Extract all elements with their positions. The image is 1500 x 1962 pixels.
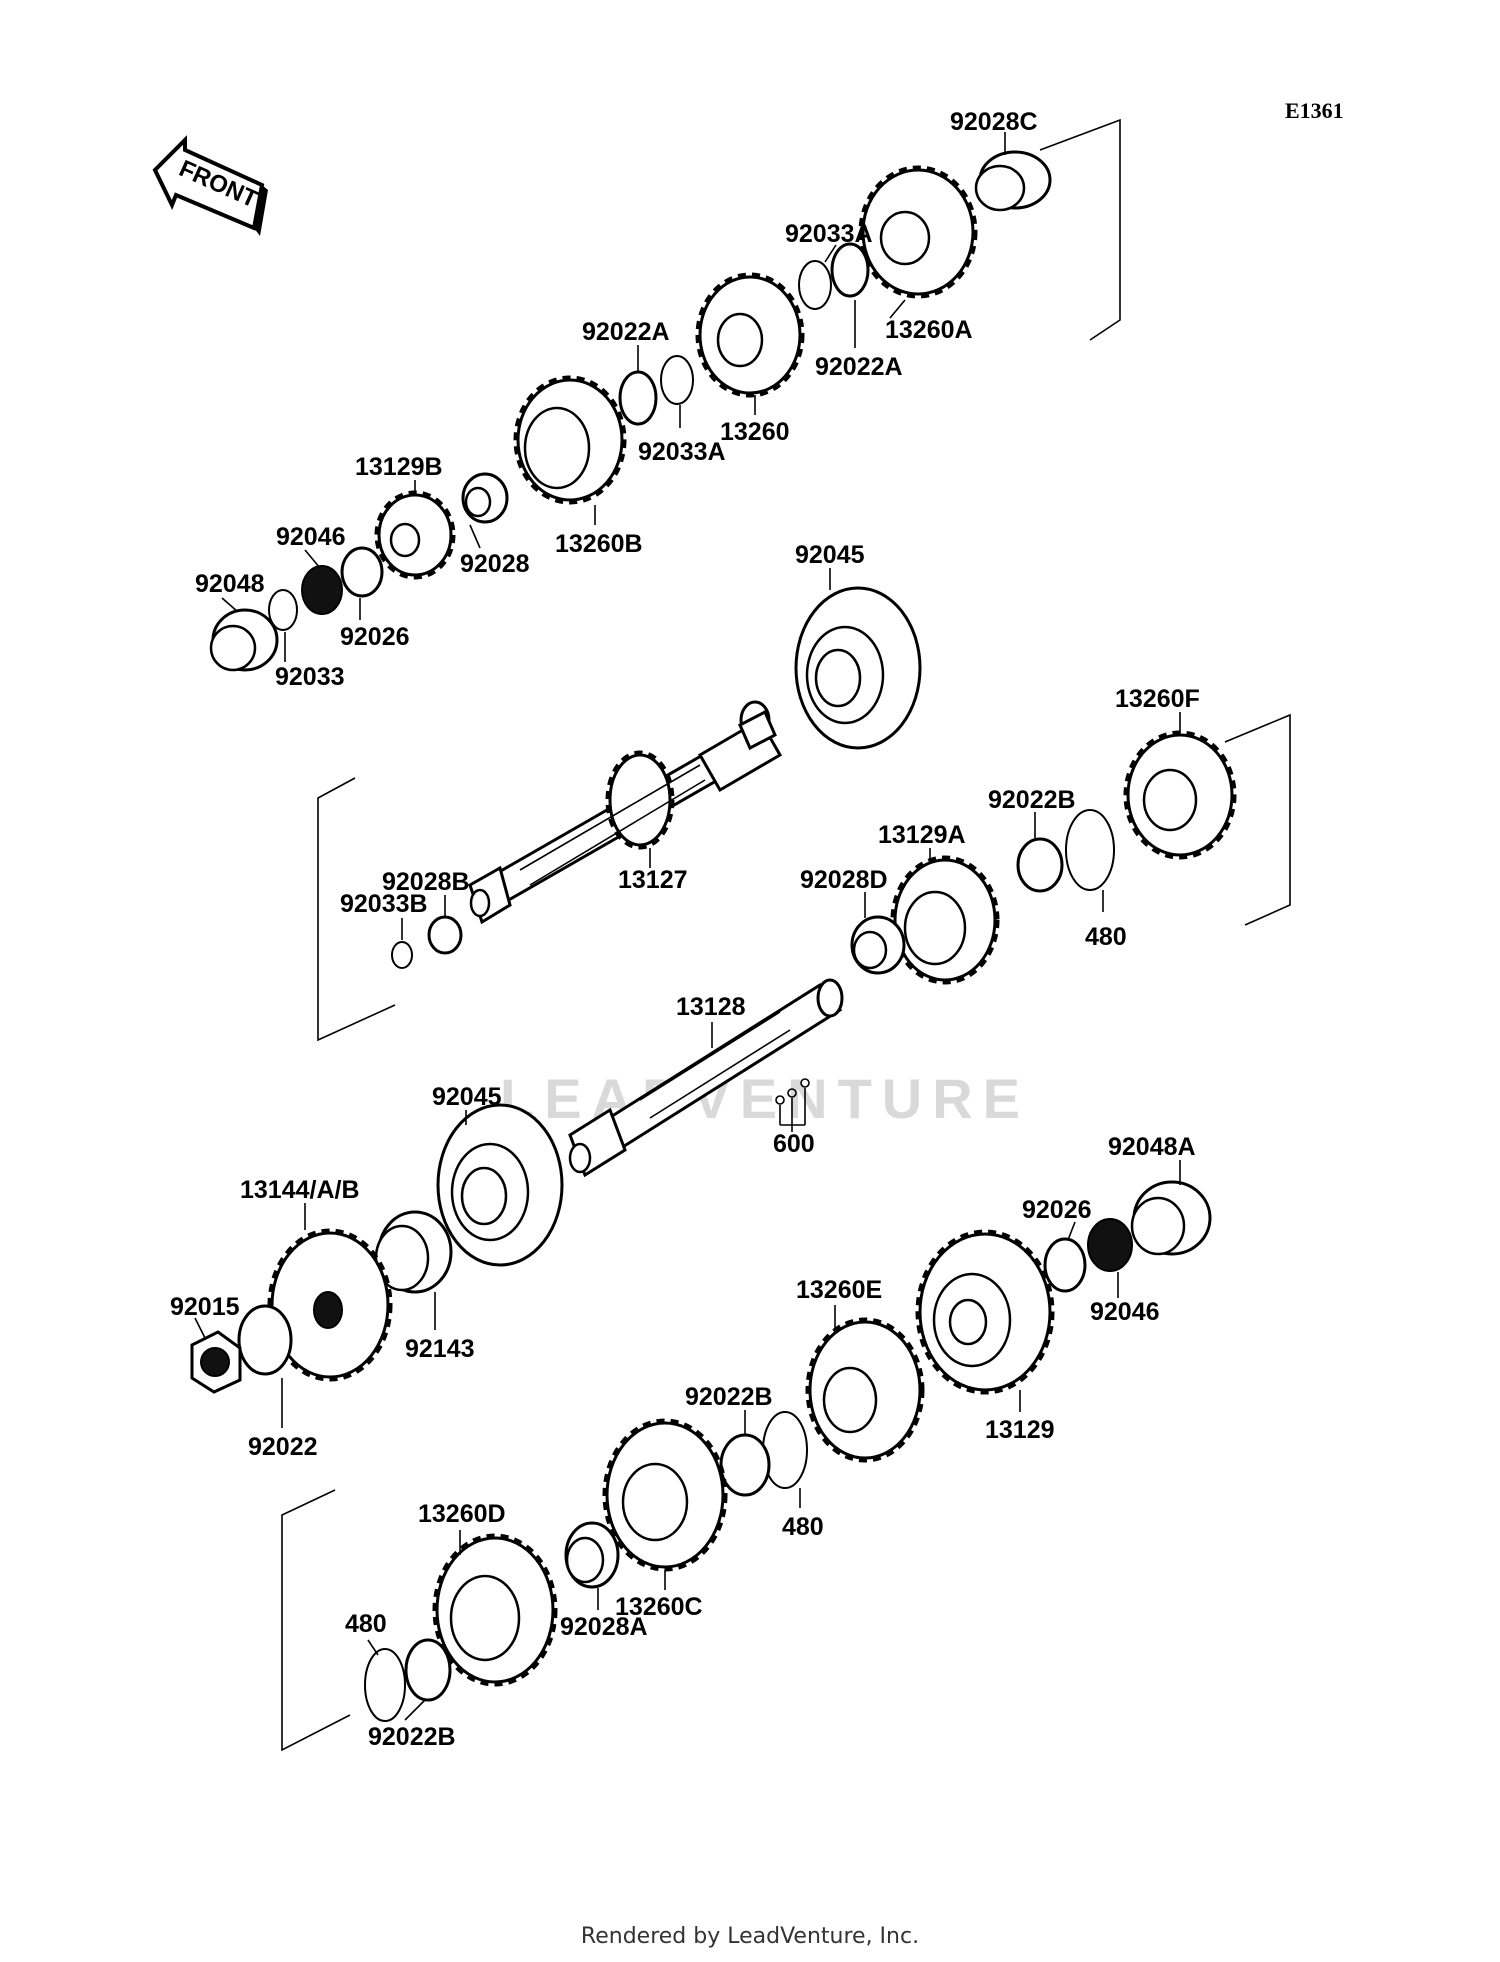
label-92022A-right: 92022A: [815, 353, 903, 381]
label-92022B-right: 92022B: [988, 786, 1076, 814]
shaft-13127: [468, 700, 783, 925]
bearing-92045-mid: [436, 1103, 564, 1267]
circlip-480-right: [1065, 809, 1115, 891]
bearing-92045-top: [794, 586, 922, 750]
washer-92022B-mid: [719, 1433, 771, 1497]
label-92046-top: 92046: [276, 523, 346, 551]
bracket-top: [1039, 118, 1121, 341]
label-92022B-mid: 92022B: [685, 1383, 773, 1411]
label-13128: 13128: [676, 993, 746, 1021]
label-92022A-left: 92022A: [582, 318, 670, 346]
circlip-92033A-top: [798, 260, 832, 310]
bearing-92046-low: [1087, 1218, 1133, 1272]
front-arrow-icon: FRONT: [152, 135, 268, 236]
label-480-right: 480: [1085, 923, 1127, 951]
pins-600: [775, 1078, 810, 1132]
circlip-92033: [268, 589, 298, 631]
leaders-top: [221, 132, 1006, 662]
bushing-92028C: [974, 150, 1052, 212]
leader-92015: [194, 1317, 206, 1339]
label-92033B: 92033B: [340, 890, 428, 918]
label-92045-mid: 92045: [432, 1083, 502, 1111]
washer-92022B-right: [1016, 837, 1064, 893]
label-480-low: 480: [345, 1610, 387, 1638]
label-92026-top: 92026: [340, 623, 410, 651]
label-13260D: 13260D: [418, 1500, 506, 1528]
leader-480-low: [367, 1639, 379, 1656]
washer-92022A-right: [830, 242, 870, 298]
circlip-92033A-mid: [660, 355, 694, 405]
label-92033A-top: 92033A: [785, 220, 873, 248]
bushing-92028A: [564, 1521, 620, 1589]
gear-13260C: [602, 1418, 728, 1572]
bushing-92028: [461, 472, 509, 524]
circlip-480-low: [364, 1648, 406, 1722]
shaft-13128: [568, 978, 844, 1178]
label-92026-low: 92026: [1022, 1196, 1092, 1224]
gear-13260E: [805, 1317, 925, 1463]
label-92048: 92048: [195, 570, 265, 598]
label-600: 600: [773, 1130, 815, 1158]
label-13260: 13260: [720, 418, 790, 446]
label-13144: 13144/A/B: [240, 1176, 360, 1204]
label-92022B-low: 92022B: [368, 1723, 456, 1751]
washer-92022A-left: [618, 370, 658, 426]
gear-13260B: [513, 375, 627, 505]
bracket-mid-right: [1224, 713, 1291, 926]
label-13260E: 13260E: [796, 1276, 882, 1304]
washer-92022: [237, 1304, 293, 1376]
washer-92026-low: [1043, 1237, 1087, 1293]
label-92033A-mid: 92033A: [638, 438, 726, 466]
label-92015: 92015: [170, 1293, 240, 1321]
diagram-code: E1361: [1285, 98, 1344, 123]
gear-13129A: [890, 855, 1000, 985]
label-92028: 92028: [460, 550, 530, 578]
washer-92022B-low: [404, 1638, 452, 1702]
footer-credit: Rendered by LeadVenture, Inc.: [580, 1924, 920, 1949]
label-13129: 13129: [985, 1416, 1055, 1444]
label-92046-low: 92046: [1090, 1298, 1160, 1326]
gear-13129: [915, 1229, 1055, 1395]
circlip-92033B: [391, 941, 413, 969]
label-13260C: 13260C: [615, 1593, 703, 1621]
gear-13260: [695, 272, 805, 398]
label-480-mid: 480: [782, 1513, 824, 1541]
bearing-92046-top: [301, 565, 343, 615]
collar-92048A: [1130, 1180, 1212, 1256]
leader-92022B-low: [404, 1699, 426, 1721]
collar-92048: [209, 608, 279, 672]
label-13260B: 13260B: [555, 530, 643, 558]
bracket-low-left: [281, 1489, 351, 1752]
washer-92026-top: [340, 546, 384, 598]
circlip-480-mid: [762, 1411, 808, 1489]
label-92045-top: 92045: [795, 541, 865, 569]
gear-13260A: [858, 165, 978, 299]
label-13260A: 13260A: [885, 316, 973, 344]
gear-13129B: [374, 490, 456, 580]
label-92022: 92022: [248, 1433, 318, 1461]
label-13129B: 13129B: [355, 453, 443, 481]
bushing-92028B: [427, 915, 463, 955]
nut-92015: [190, 1330, 242, 1394]
label-92048A: 92048A: [1108, 1133, 1196, 1161]
label-92028A: 92028A: [560, 1613, 648, 1641]
label-92028B: 92028B: [382, 868, 470, 896]
bushing-92028D: [850, 915, 906, 975]
bracket-mid-left: [317, 777, 396, 1042]
label-13129A: 13129A: [878, 821, 966, 849]
gear-13260D: [432, 1533, 558, 1687]
leader-92026-low: [1067, 1221, 1076, 1241]
callout-labels: 92028C 92033A 13260A 92022A 92022A 92033…: [170, 108, 1200, 1751]
label-92143: 92143: [405, 1335, 475, 1363]
label-92028D: 92028D: [800, 866, 888, 894]
gear-13260F: [1123, 730, 1237, 860]
sprocket-13144: [267, 1228, 393, 1382]
watermark-text: LEADVENTURE: [500, 1067, 1030, 1130]
label-92028C: 92028C: [950, 108, 1038, 136]
label-92033: 92033: [275, 663, 345, 691]
label-13260F: 13260F: [1115, 685, 1200, 713]
label-13127: 13127: [618, 866, 688, 894]
